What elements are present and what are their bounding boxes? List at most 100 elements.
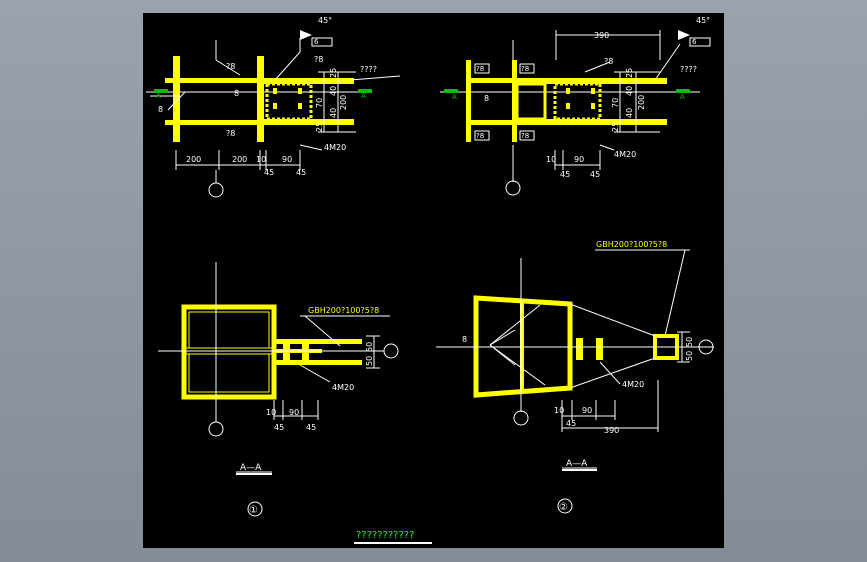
plate-thk-label: ?8: [314, 55, 323, 64]
weld-box: [689, 37, 711, 47]
beam-flange-top: [264, 78, 354, 84]
weld-size-label: 6: [692, 38, 697, 46]
section-mark-label: A: [680, 93, 685, 101]
plate-thk-label: ?8: [604, 57, 613, 66]
plate-thk-label: ?8: [521, 132, 529, 140]
section-label: A—A: [566, 459, 588, 469]
column-flange: [257, 56, 264, 142]
dim-label: 10: [256, 155, 266, 164]
dim-label: 10: [546, 155, 556, 164]
bolt-label: 4M20: [622, 380, 644, 389]
dim-label: 90: [574, 155, 584, 164]
column-flange: [512, 60, 517, 142]
weld-size-label: 6: [314, 38, 319, 46]
dim-label: 200: [232, 155, 247, 164]
weld-text-label: ????: [360, 65, 377, 74]
dim-label: 45: [296, 168, 306, 177]
dimension-lines: [436, 249, 714, 514]
plate-thk-label: ?8: [226, 62, 235, 71]
dimension-lines: [480, 30, 681, 196]
dim-label: 390: [594, 31, 609, 40]
dim-label: 200: [186, 155, 201, 164]
dim-label: 45: [274, 423, 284, 432]
dim-label: 45: [264, 168, 274, 177]
plate-thk-label: ?8: [226, 129, 235, 138]
stub: [165, 78, 173, 83]
dimension-lines: [158, 262, 399, 517]
section-marker: [154, 89, 168, 93]
weld-box: [311, 37, 333, 47]
dim-label: 40: [625, 86, 634, 96]
detail-number: ②: [559, 502, 568, 513]
stiffener: [180, 78, 257, 83]
stiffener: [180, 120, 257, 125]
member-label: GBH200?100?5?8: [308, 306, 379, 315]
stiffener: [471, 120, 512, 125]
section-marker: [676, 89, 690, 93]
weld-flag-icon: [678, 30, 690, 40]
bolt-group: [273, 88, 302, 109]
dim-label: 40: [625, 108, 634, 118]
dim-label: 200: [637, 95, 646, 110]
dim-label: 10: [266, 408, 276, 417]
bolt-group: [576, 338, 603, 360]
haunch: [515, 82, 547, 121]
beam-flange-bottom: [264, 119, 354, 125]
dim-label: 25: [611, 122, 620, 132]
dim-label: 90: [582, 406, 592, 415]
dim-label: 25: [315, 122, 324, 132]
fillet-size-label: 8: [462, 335, 467, 344]
plate-thk-label: ?8: [476, 132, 484, 140]
plate-tag: [474, 130, 490, 141]
dim-label: 390: [604, 426, 619, 435]
beam-flange-bottom: [517, 119, 667, 125]
fillet-size-label: 8: [234, 89, 239, 98]
section-marker: [358, 89, 372, 93]
section-mark-label: A: [156, 92, 161, 100]
connection-plate: [553, 82, 602, 121]
dim-label: 200: [339, 95, 348, 110]
plate-thk-label: ?8: [521, 65, 529, 73]
plate-tag: [474, 63, 490, 74]
fillet-size-label: 8: [158, 105, 163, 114]
detail1-section: [158, 262, 399, 517]
column-flange: [466, 60, 471, 142]
detail2-plan: [440, 30, 711, 196]
section-marker: [444, 89, 458, 93]
bolt-group: [566, 88, 595, 109]
dim-label: 40: [329, 86, 338, 96]
dim-label: 90: [289, 408, 299, 417]
section-mark-label: A: [361, 92, 366, 100]
dim-label: 45: [566, 419, 576, 428]
bolt-label: 4M20: [332, 383, 354, 392]
connection-plate: [265, 82, 313, 121]
column-flange: [173, 56, 180, 142]
weld-text-label: ????: [680, 65, 697, 74]
plate-thk-label: ?8: [476, 65, 484, 73]
section-label: A—A: [240, 463, 262, 473]
drawing-title: ???????????: [356, 530, 414, 541]
beam-flange-bottom: [274, 360, 362, 365]
dim-label: 70: [315, 98, 324, 108]
dim-label: 50: [365, 342, 374, 352]
weld-angle-label: 45°: [318, 16, 332, 25]
weld-flag-icon: [300, 30, 312, 40]
beam-flange-top: [274, 339, 362, 344]
bolt-label: 4M20: [614, 150, 636, 159]
detail1-plan: [146, 30, 401, 198]
dim-label: 45: [306, 423, 316, 432]
dim-label: 25: [625, 68, 634, 78]
stiffener: [471, 78, 512, 83]
detail2-section: [436, 249, 714, 514]
bolt-group: [283, 341, 309, 363]
dim-label: 40: [329, 108, 338, 118]
member-label: GBH200?100?5?8: [596, 240, 667, 249]
fillet-size-label: 8: [484, 94, 489, 103]
dim-label: 50: [685, 351, 694, 361]
drawing-sheet: [143, 13, 724, 548]
plate-tag: [519, 130, 535, 141]
bolt-label: 4M20: [324, 143, 346, 152]
detail-number: ①: [249, 505, 258, 516]
